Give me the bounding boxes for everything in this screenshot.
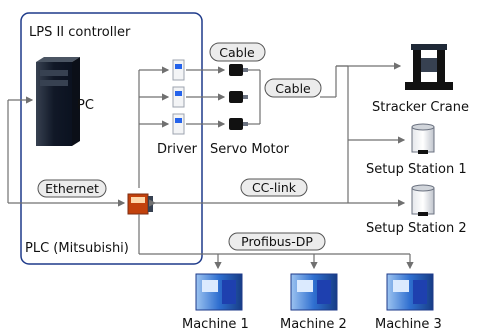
setup-station-1-icon: [411, 123, 435, 154]
driver-icon-3: [172, 113, 185, 135]
setup-station-2-icon: [411, 184, 435, 216]
ethernet-pill: [37, 179, 107, 198]
plc-icon: [127, 193, 153, 215]
driver-servo-links: [186, 66, 226, 128]
pc-label: PC: [77, 98, 94, 113]
machine-label-3: Machine 3: [375, 317, 442, 332]
servo-motor-icon-1: [229, 64, 248, 76]
plc-label: PLC (Mitsubishi): [25, 241, 129, 256]
profibus-pill: [228, 232, 326, 251]
driver-icon-1: [172, 59, 185, 81]
profibus-link: [138, 214, 414, 270]
setup-station-1-label: Setup Station 1: [366, 162, 467, 177]
cable-right-label: Cable: [275, 81, 311, 96]
machine-label-1: Machine 1: [182, 317, 249, 332]
servo-motor-label: Servo Motor: [210, 142, 290, 157]
machine-icon-3: [386, 273, 434, 311]
machine-label-2: Machine 2: [280, 317, 347, 332]
machine-icon-1: [195, 273, 243, 311]
ethernet-label: Ethernet: [45, 181, 99, 196]
driver-icon-2: [172, 86, 185, 108]
controller-box: [20, 12, 203, 265]
cable-top-label: Cable: [219, 45, 255, 60]
driver-label: Driver: [157, 142, 198, 157]
cc-link-bus: [149, 65, 406, 207]
cable-top-pill: [209, 42, 266, 62]
ethernet-link: [7, 96, 126, 207]
controller-title: LPS II controller: [29, 25, 131, 40]
setup-station-2-label: Setup Station 2: [366, 221, 467, 236]
cable-right-pill: [264, 78, 322, 98]
pc-driver-links: [138, 66, 170, 188]
stacker-crane-icon: [405, 44, 453, 90]
profibus-label: Profibus-DP: [241, 234, 313, 249]
cc-link-pill: [240, 178, 308, 197]
servo-motor-icon-3: [229, 118, 248, 130]
cc-link-label: CC-link: [252, 180, 297, 195]
stacker-crane-label: Stracker Crane: [372, 100, 469, 115]
machine-icon-2: [290, 273, 338, 311]
servo-motor-icon-2: [229, 91, 248, 103]
pc-icon: [36, 57, 80, 146]
